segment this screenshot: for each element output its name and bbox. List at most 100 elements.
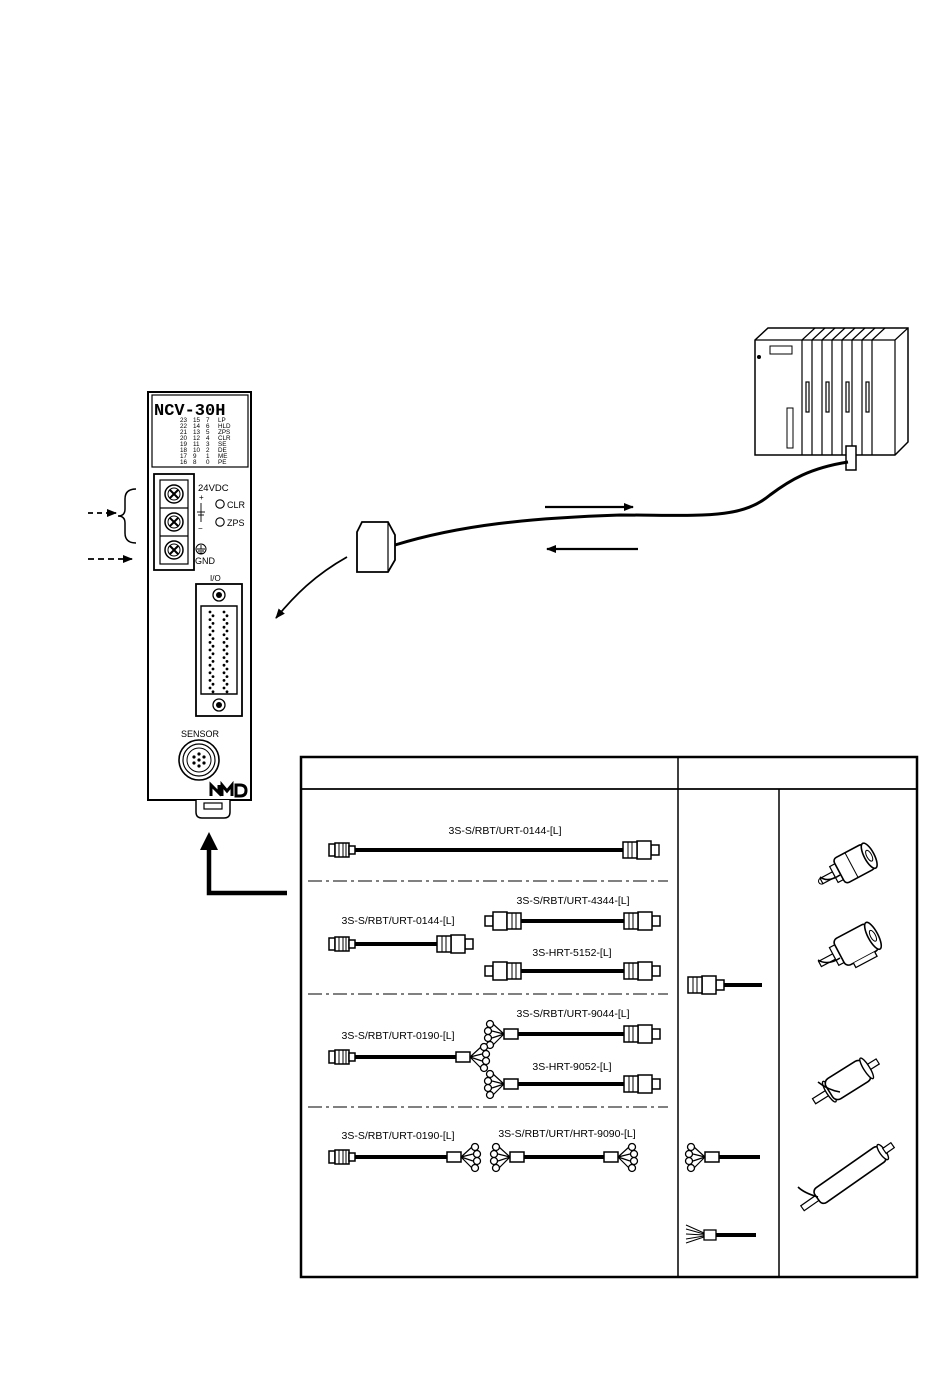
label-sensor: SENSOR <box>181 729 220 739</box>
sensor-arrow-line <box>206 848 287 896</box>
io-pin <box>211 637 215 640</box>
io-pin <box>222 656 226 659</box>
io-pin <box>222 686 226 690</box>
label-io: I/O <box>210 574 221 583</box>
encoder-1-icon <box>818 842 878 885</box>
io-pin <box>211 667 215 671</box>
label-plus: + <box>199 493 204 502</box>
status-table: 23 15 7 LP 22 14 6 HLD 21 13 5 ZPS 20 12… <box>180 417 231 466</box>
io-pin <box>225 614 229 618</box>
cable-label: 3S-S/RBT/URT/HRT-9090-[L] <box>498 1128 635 1140</box>
terminal-block <box>153 473 195 571</box>
status-num: 11 <box>193 441 200 448</box>
io-pin <box>211 652 215 656</box>
status-num: 16 <box>180 459 188 466</box>
status-num: 14 <box>193 423 201 430</box>
status-label: SE <box>218 441 226 448</box>
label-minus: − <box>198 524 203 533</box>
cable-table: 3S-S/RBT/URT-0144-[L] 3S-S/RBT/URT-4344-… <box>299 755 919 1279</box>
io-pin <box>211 660 215 663</box>
screw-icon[interactable] <box>164 540 184 560</box>
io-pin <box>222 663 226 667</box>
io-pin <box>225 682 229 686</box>
io-pin <box>222 610 226 614</box>
io-pin <box>222 671 226 675</box>
status-num: 0 <box>206 459 210 466</box>
io-pin <box>225 652 229 656</box>
cable-row-3: 3S-S/RBT/URT-9044-[L] 3S-S/RBT/URT-0190-… <box>328 1008 661 1100</box>
status-label: DE <box>218 447 227 454</box>
cable-row-1: 3S-S/RBT/URT-0144-[L] <box>328 825 660 860</box>
status-label: ME <box>218 453 227 460</box>
io-pin <box>222 648 226 652</box>
zps-led <box>215 517 225 527</box>
cable-row-4: 3S-S/RBT/URT-0190-[L] 3S-S/RBT/URT/HRT-9… <box>328 1128 639 1173</box>
io-arrow <box>275 556 348 619</box>
label-clr: CLR <box>227 500 246 510</box>
plc-rack <box>754 327 909 471</box>
io-pin <box>225 637 229 640</box>
io-pin <box>222 633 226 637</box>
plc-connector <box>845 445 857 471</box>
sensor-connector[interactable] <box>178 739 220 781</box>
status-num: 7 <box>206 417 210 424</box>
encoder-4-icon <box>797 1141 896 1212</box>
status-num: 6 <box>206 423 210 430</box>
brand-logo <box>209 780 248 798</box>
status-label: PE <box>218 459 226 466</box>
bottom-latch[interactable] <box>195 800 231 819</box>
cable-label: 3S-S/RBT/URT-0144-[L] <box>448 825 561 837</box>
io-pin <box>211 629 215 633</box>
status-num: 17 <box>180 453 188 460</box>
bare-wires-icon <box>685 1224 756 1244</box>
io-pin <box>225 675 229 678</box>
cable-label: 3S-S/RBT/URT-4344-[L] <box>516 895 629 907</box>
cable-label: 3S-HRT-9052-[L] <box>532 1061 611 1073</box>
brace <box>117 488 137 544</box>
io-pin <box>208 686 212 690</box>
plc-cable <box>394 460 849 547</box>
io-pin <box>208 625 212 629</box>
status-num: 1 <box>206 453 210 460</box>
screw-icon[interactable] <box>164 484 184 504</box>
status-num: 5 <box>206 429 210 436</box>
io-pin <box>211 690 215 694</box>
status-num: 2 <box>206 447 210 454</box>
io-pin <box>208 656 212 659</box>
status-num: 20 <box>180 435 188 442</box>
cable-label: 3S-S/RBT/URT-9044-[L] <box>516 1008 629 1020</box>
io-pin <box>225 690 229 694</box>
io-pin <box>208 633 212 637</box>
label-zps: ZPS <box>227 518 245 528</box>
io-pin <box>225 629 229 633</box>
sensor-side-connectors <box>684 975 762 1244</box>
status-num: 4 <box>206 435 210 442</box>
status-num: 13 <box>193 429 201 436</box>
io-pin <box>225 622 229 625</box>
io-pin <box>222 641 226 644</box>
io-pin <box>208 663 212 667</box>
clr-led <box>215 499 225 509</box>
status-num: 18 <box>180 447 188 454</box>
io-pin <box>225 644 229 648</box>
cable-row-2: 3S-S/RBT/URT-4344-[L] 3S-S/RBT/URT-0144-… <box>328 895 661 981</box>
io-pin <box>208 618 212 621</box>
status-num: 3 <box>206 441 210 448</box>
io-plug <box>356 521 396 573</box>
screw-icon[interactable] <box>164 512 184 532</box>
io-pin <box>222 618 226 621</box>
io-pin <box>211 622 215 625</box>
io-pin <box>211 614 215 618</box>
status-label: ZPS <box>218 429 230 436</box>
label-gnd: GND <box>195 556 216 566</box>
io-pin <box>208 610 212 614</box>
io-connector[interactable] <box>195 583 243 717</box>
io-pin <box>225 660 229 663</box>
cable-label: 3S-S/RBT/URT-0144-[L] <box>341 915 454 927</box>
status-num: 21 <box>180 429 188 436</box>
ncv-unit: NCV-30H 23 15 7 LP 22 14 6 HLD 21 13 5 Z… <box>147 391 252 819</box>
io-pin <box>211 682 215 686</box>
status-num: 19 <box>180 441 188 448</box>
io-pin <box>222 625 226 629</box>
status-label: HLD <box>218 423 231 430</box>
